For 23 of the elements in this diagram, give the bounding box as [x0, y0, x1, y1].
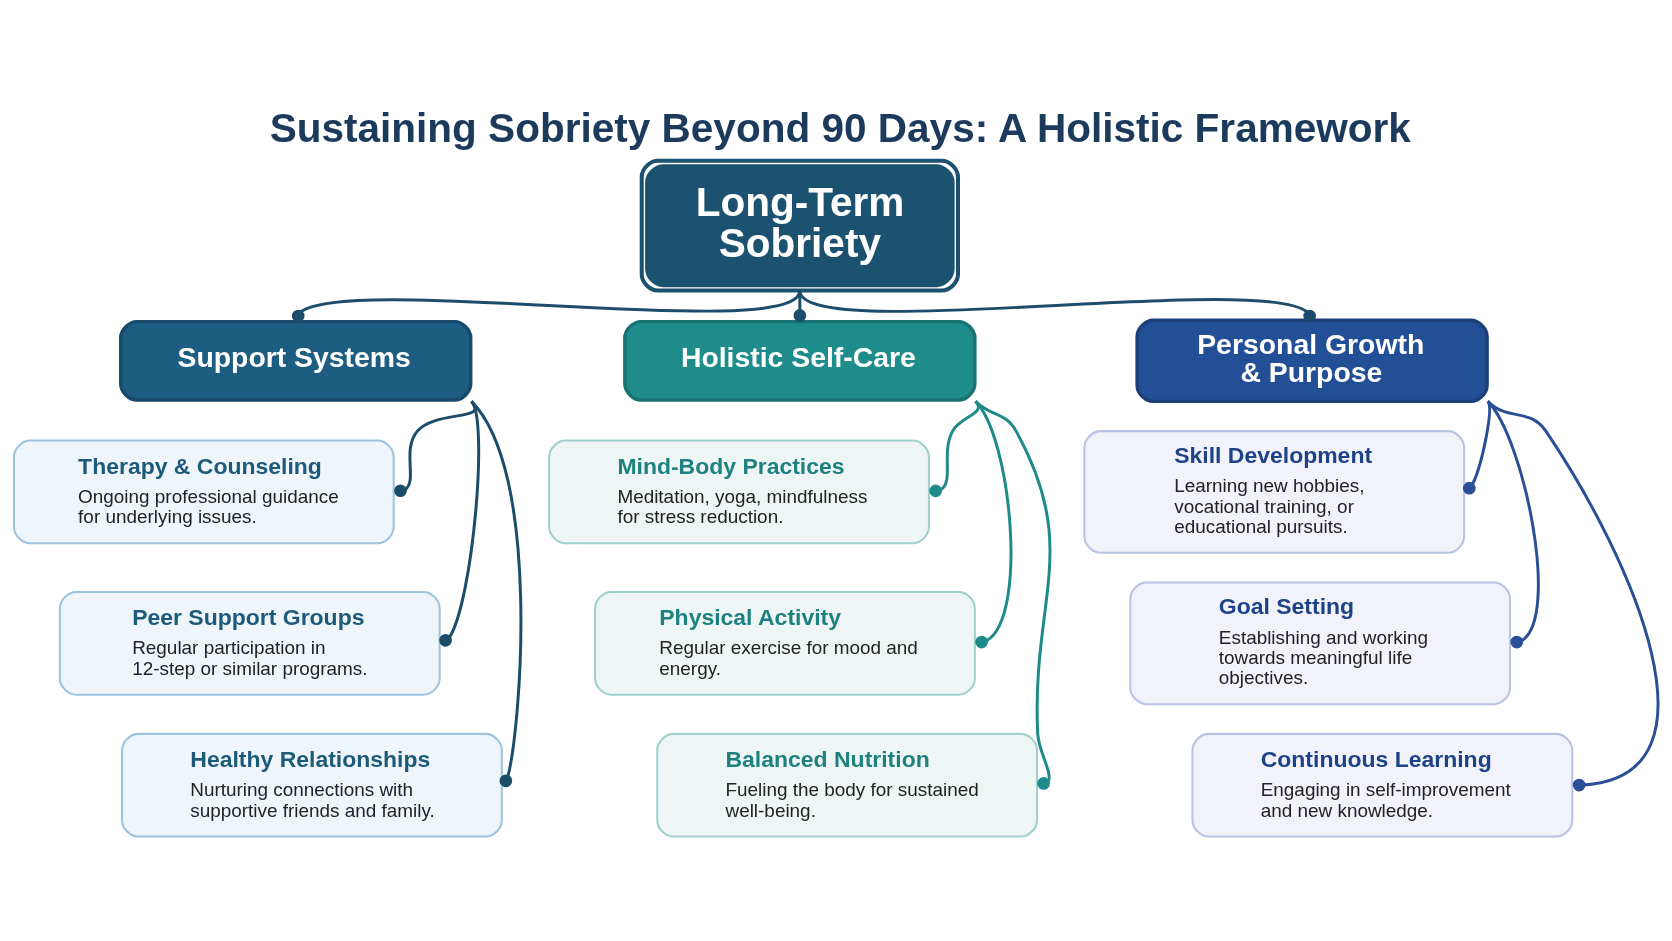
node-box: Physical Activity Regular exercise for mood and energy. [594, 590, 976, 696]
diagram-title: Sustaining Sobriety Beyond 90 Days: A Holistic Framework [269, 104, 1411, 151]
node-box: Continuous Learning Engaging in self-improvement and new knowledge. [1191, 732, 1574, 838]
connector [793, 290, 807, 322]
node-box: Balanced Nutrition Fueling the body for sustained well-being. [656, 732, 1039, 838]
connector [470, 400, 523, 787]
node-box: Personal Growth & Purpose [1135, 318, 1489, 403]
node-box: Long-Term Sobriety [639, 158, 960, 293]
node-box: Goal Setting Establishing and working towards meaningful life objectives. [1129, 581, 1512, 705]
connector [1486, 399, 1659, 791]
node-box: Holistic Self-Care [623, 319, 977, 402]
node-box: Support Systems [119, 319, 473, 402]
node-box: Mind-Body Practices Meditation, yoga, mindfulness for stress reduction. [548, 439, 930, 544]
connector [291, 289, 801, 322]
node-box: Healthy Relationships Nurturing connections with supportive friends and family. [121, 732, 503, 838]
node-box: Therapy & Counseling Ongoing professional guidance for underlying issues. [12, 439, 395, 544]
connector [974, 400, 1013, 648]
node-box: Skill Development Learning new hobbies, vocational training, or educational pursuits. [1083, 429, 1466, 554]
connector [394, 399, 477, 497]
connector [798, 289, 1316, 322]
node-box: Peer Support Groups Regular participation in 12-step or similar programs. [58, 590, 441, 696]
connector [1462, 400, 1491, 495]
connector [974, 399, 1052, 790]
